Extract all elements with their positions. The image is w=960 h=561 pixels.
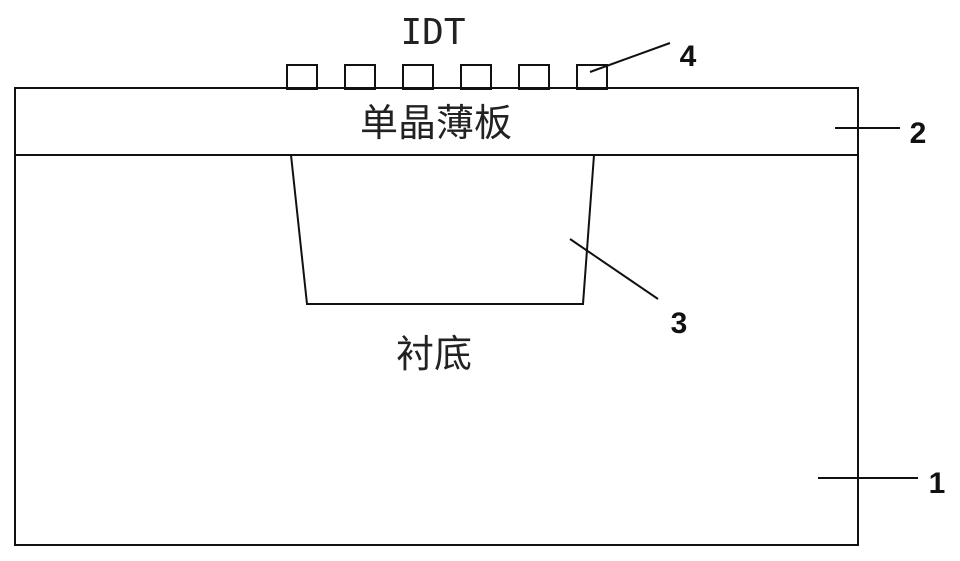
idt-label: IDT — [400, 12, 465, 53]
idt-electrode — [344, 64, 376, 90]
idt-electrode-group — [286, 64, 608, 90]
thin-plate-layer — [14, 87, 859, 156]
idt-electrode — [460, 64, 492, 90]
callout-3-number: 3 — [671, 307, 688, 340]
callout-2-number: 2 — [910, 117, 927, 150]
cavity-outline — [290, 154, 595, 305]
callout-1-number: 1 — [929, 467, 946, 500]
substrate-label: 衬底 — [396, 332, 472, 376]
idt-electrode — [576, 64, 608, 90]
idt-electrode — [518, 64, 550, 90]
callout-3-leader — [569, 238, 659, 300]
idt-electrode — [286, 64, 318, 90]
thin-plate-label: 单晶薄板 — [360, 101, 512, 145]
idt-electrode — [402, 64, 434, 90]
callout-4-number: 4 — [680, 40, 697, 73]
callout-4-leader — [589, 42, 671, 73]
